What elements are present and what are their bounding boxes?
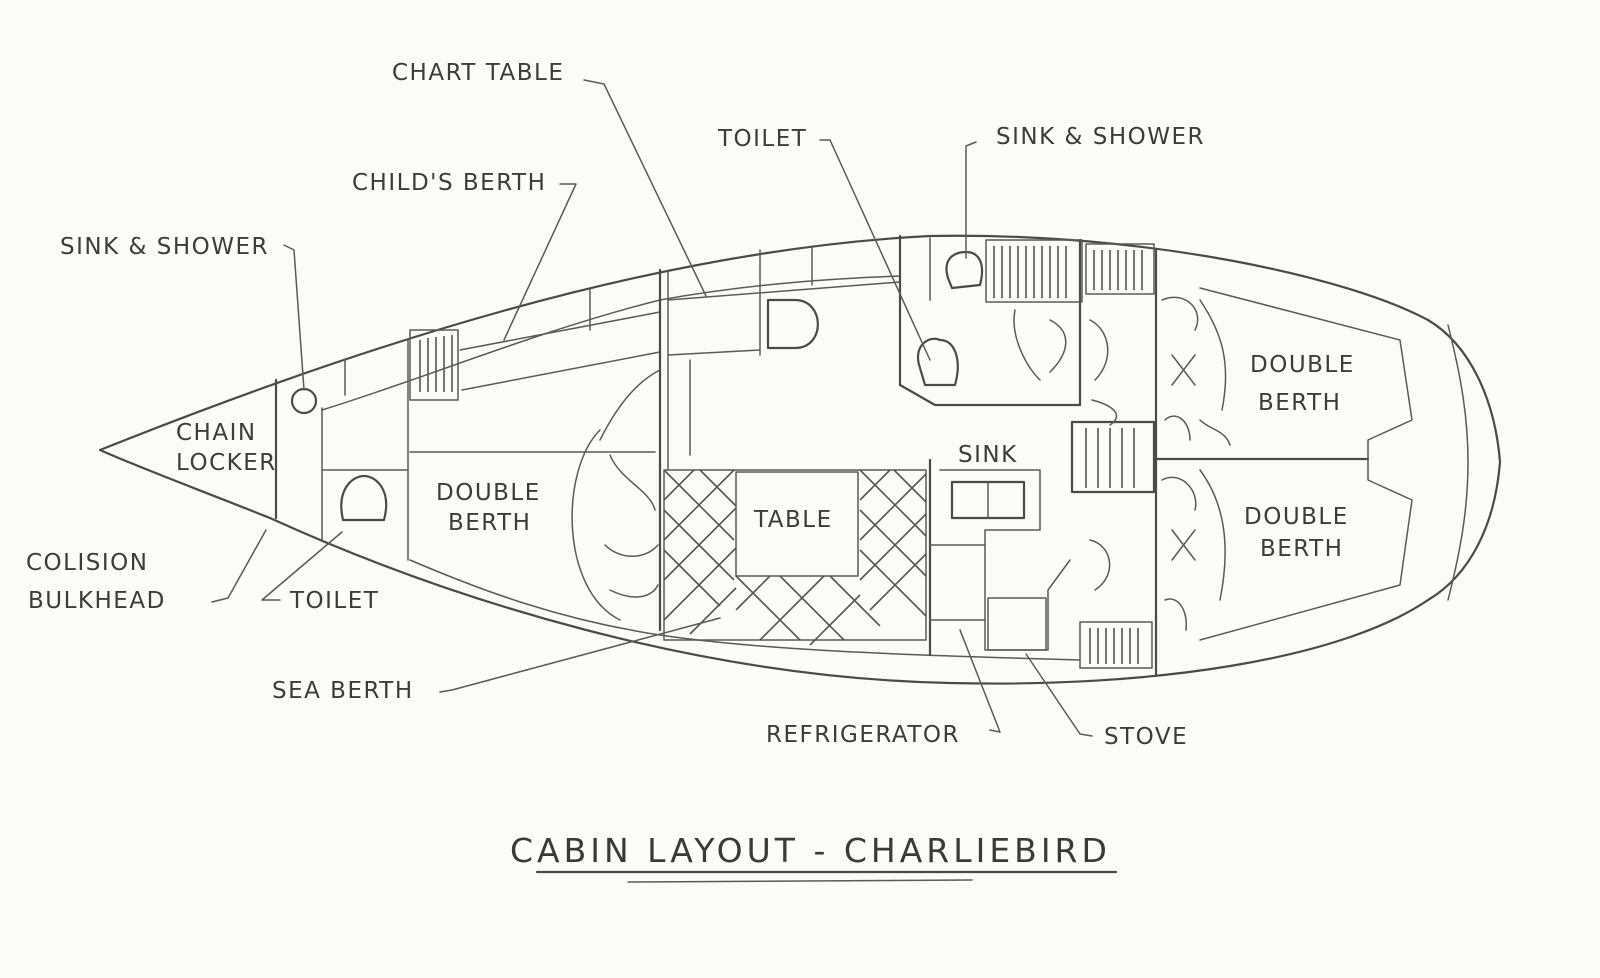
label-toilet-fwd: TOILET [289,588,379,614]
aft-grille-2-slats [1093,250,1143,290]
aft-berth-cushions-2 [1161,469,1226,631]
label-chain-locker-1: CHAIN [176,420,257,446]
label-stove: STOVE [1104,724,1188,750]
label-chart-table: CHART TABLE [392,60,564,86]
childs-berth-shelf [459,289,661,391]
fwd-vent-slats [419,335,453,392]
companionway-curves [1089,319,1118,591]
saloon-lattice [663,469,927,646]
aft-head-door [1013,309,1067,381]
fwd-berth-curve [599,369,661,441]
label-sink-shower-fwd: SINK & SHOWER [60,234,269,260]
label-sink: SINK [958,442,1018,468]
aft-grille-box-2 [1085,243,1155,295]
label-sea-berth: SEA BERTH [272,678,414,704]
label-double-berth-aft2-2: BERTH [1260,536,1343,562]
saloon-head-toilet [766,298,819,350]
label-double-berth-aft1-1: DOUBLE [1250,352,1355,378]
title-underline-2 [627,879,973,883]
galley-stove [987,597,1047,651]
leader-sink-shower-fwd [283,244,305,391]
label-toilet-aft: TOILET [717,126,807,152]
stbd-inner-line [409,559,1081,661]
stbd-grille-box [1079,621,1153,669]
transom-line [1447,324,1469,601]
label-childs-berth: CHILD'S BERTH [352,170,546,196]
leader-sink-shower-aft [965,141,977,259]
fwd-berth-cushion [571,429,659,621]
saloon-table-top [735,471,859,577]
port-inner-line [321,275,901,411]
leader-colision [211,529,267,603]
leader-refrigerator [959,629,1001,733]
aft-toilet-bowl [917,337,959,387]
label-table: TABLE [753,507,833,533]
label-double-berth-aft1-2: BERTH [1258,390,1341,416]
leader-toilet-fwd [261,531,343,601]
aft-berth-outline [1199,287,1413,641]
fwd-vent-box [409,329,459,401]
leader-toilet-aft [819,139,931,361]
chart-table-top [667,245,901,356]
label-double-berth-fwd-2: BERTH [448,510,531,536]
aft-head-wall [898,238,1082,407]
hull-outline [98,234,1502,685]
label-chain-locker-2: LOCKER [176,450,277,476]
label-colision-1: COLISION [26,550,148,576]
galley-counter [939,469,1071,651]
diagram-title: CABIN LAYOUT - CHARLIEBIRD [510,831,1111,870]
leader-childs-berth [503,183,577,341]
fwd-toilet-bowl [340,474,388,522]
stbd-grille-slats [1089,628,1139,664]
label-double-berth-aft2-1: DOUBLE [1244,504,1349,530]
label-sink-shower-aft: SINK & SHOWER [996,124,1205,150]
label-refrigerator: REFRIGERATOR [766,722,960,748]
leader-chart-table [583,79,707,297]
leader-stove [1025,653,1093,737]
companionway-treads [1085,428,1135,488]
leader-sea-berth [439,617,721,693]
aft-grille-box [985,239,1083,303]
label-colision-2: BULKHEAD [28,588,166,614]
aft-berth-cushions-1 [1161,296,1231,446]
label-double-berth-fwd-1: DOUBLE [436,480,541,506]
aft-grille-slats [993,246,1067,298]
